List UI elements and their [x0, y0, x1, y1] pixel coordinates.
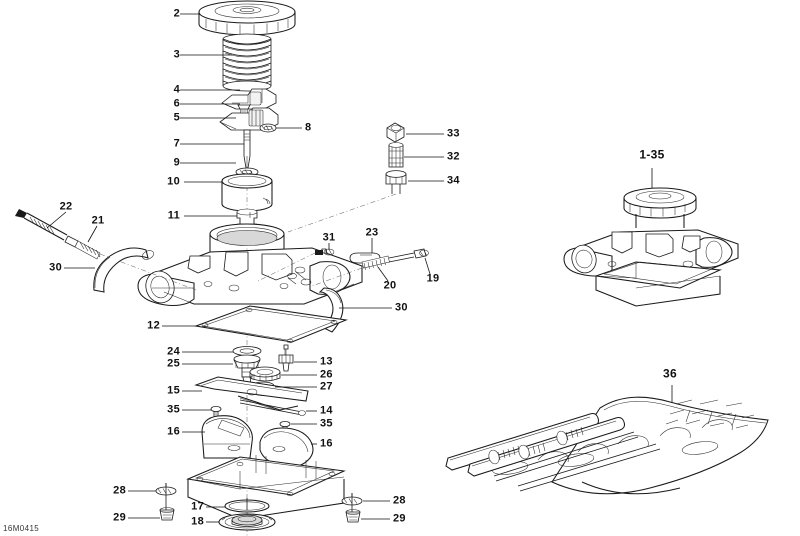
part-7-jet-needle: [243, 129, 251, 169]
part-16-float-left: [201, 415, 253, 459]
callout-4: 4: [173, 83, 180, 96]
callout-24: 24: [167, 345, 180, 358]
part-32-filter: [388, 142, 404, 168]
part-33-nut: [386, 122, 405, 143]
callout-28-left: 28: [113, 484, 126, 497]
callout-20: 20: [383, 279, 397, 292]
callout-22: 22: [59, 200, 73, 213]
part-30-vent-hose-left: [93, 247, 154, 293]
float-bowl: [186, 455, 346, 520]
callout-14: 14: [320, 404, 333, 417]
part-29-screw-right: [345, 493, 361, 523]
callout-5: 5: [173, 111, 180, 124]
part-3-spring: [222, 33, 272, 92]
callout-19: 19: [426, 272, 440, 285]
body-small-hardware: [203, 266, 312, 292]
callout-10: 10: [167, 175, 180, 188]
callout-25: 25: [167, 357, 180, 370]
part-15-float-arm: [194, 376, 309, 412]
assembled-carburetor-illustration: [563, 168, 739, 307]
part-31-screw: [257, 248, 335, 282]
callout-23: 23: [365, 226, 379, 239]
repair-kit-illustration: [445, 385, 769, 495]
callout-29-left: 29: [113, 511, 126, 524]
callout-9: 9: [173, 156, 180, 169]
part-13-needle-valve: [278, 344, 294, 372]
callout-33: 33: [447, 127, 460, 140]
part-22-cable-and-21-adjuster: [15, 209, 197, 291]
callout-11: 11: [167, 209, 180, 222]
callout-21: 21: [91, 214, 105, 227]
callout-36-kit: 36: [663, 366, 677, 381]
callout-16-right: 16: [320, 437, 333, 450]
callout-15: 15: [167, 384, 180, 397]
callout-35-left: 35: [167, 403, 180, 416]
part-34-fitting: [287, 170, 407, 233]
callout-13: 13: [320, 355, 333, 368]
part-29-screw-left: [159, 483, 175, 521]
callout-7: 7: [173, 137, 180, 150]
callout-26: 26: [320, 368, 333, 381]
callout-30-right: 30: [395, 301, 408, 314]
callout-27: 27: [320, 380, 333, 393]
part-21-spring-coil: [74, 240, 101, 260]
part-24-washer: [232, 346, 262, 356]
callout-16-left: 16: [167, 425, 180, 438]
part-10-slide-valve: [221, 173, 273, 212]
callout-18: 18: [191, 515, 204, 528]
kit-tool-loops: [491, 419, 733, 475]
kit-tools: [445, 412, 661, 492]
callout-32: 32: [447, 150, 460, 163]
callout-31: 31: [322, 231, 336, 244]
callout-17: 17: [191, 500, 204, 513]
callout-2: 2: [173, 7, 180, 20]
part-8-clip: [259, 123, 277, 133]
drawing-code: 16M0415: [3, 524, 40, 533]
callout-34: 34: [447, 174, 460, 187]
callout-8: 8: [305, 121, 312, 134]
callout-28-right: 28: [393, 494, 406, 507]
callout-3: 3: [173, 48, 180, 61]
callout-35-right: 35: [320, 417, 333, 430]
callout-6: 6: [173, 97, 180, 110]
part-20-spring-and-19-screw: [311, 248, 429, 287]
callout-12: 12: [147, 319, 160, 332]
intake-bell-left: [137, 270, 195, 307]
carburetor-main-body: [137, 223, 363, 307]
callout-leader-lines: [46, 13, 444, 523]
part-12-gasket: [193, 305, 348, 344]
callout-29-right: 29: [393, 512, 406, 525]
part-14-pin: [239, 399, 306, 416]
callout-30-left: 30: [49, 261, 62, 274]
callout-assembly-1-35: 1-35: [639, 147, 665, 162]
part-2-top-cap: [198, 0, 296, 36]
part-26-valve-seat: [249, 366, 281, 382]
